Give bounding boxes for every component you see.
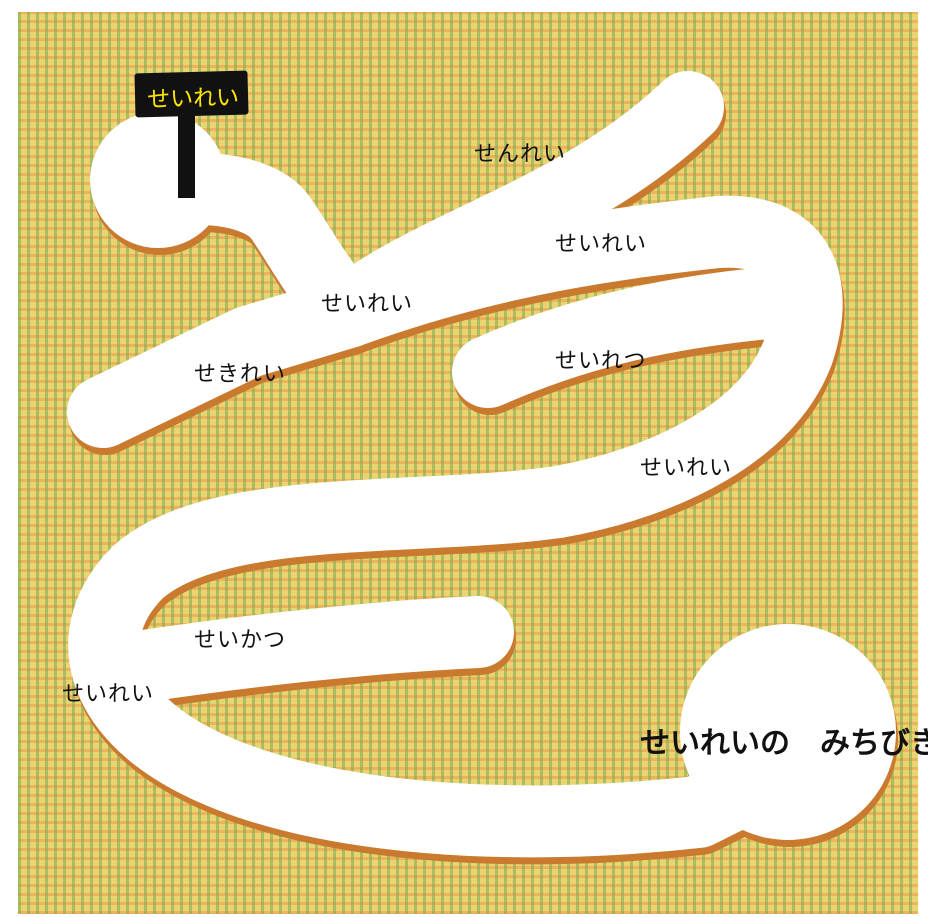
start-sign: せいれい [134,70,249,118]
path-label-1[interactable]: せんれい [474,142,567,167]
path-label-7[interactable]: せいかつ [194,628,287,653]
path-label-3[interactable]: せいれい [321,292,414,317]
sign-post [178,112,195,198]
path-label-8[interactable]: せいれい [62,682,155,707]
maze-board [18,12,918,914]
maze-path [67,71,898,865]
page-title: せいれいの みちびき [640,726,928,761]
sign-label: せいれい [146,84,240,114]
path-label-5[interactable]: せきれい [194,362,287,387]
path-label-6[interactable]: せいれい [640,456,733,481]
path-label-2[interactable]: せいれい [555,232,648,257]
path-label-4[interactable]: せいれつ [555,349,647,374]
